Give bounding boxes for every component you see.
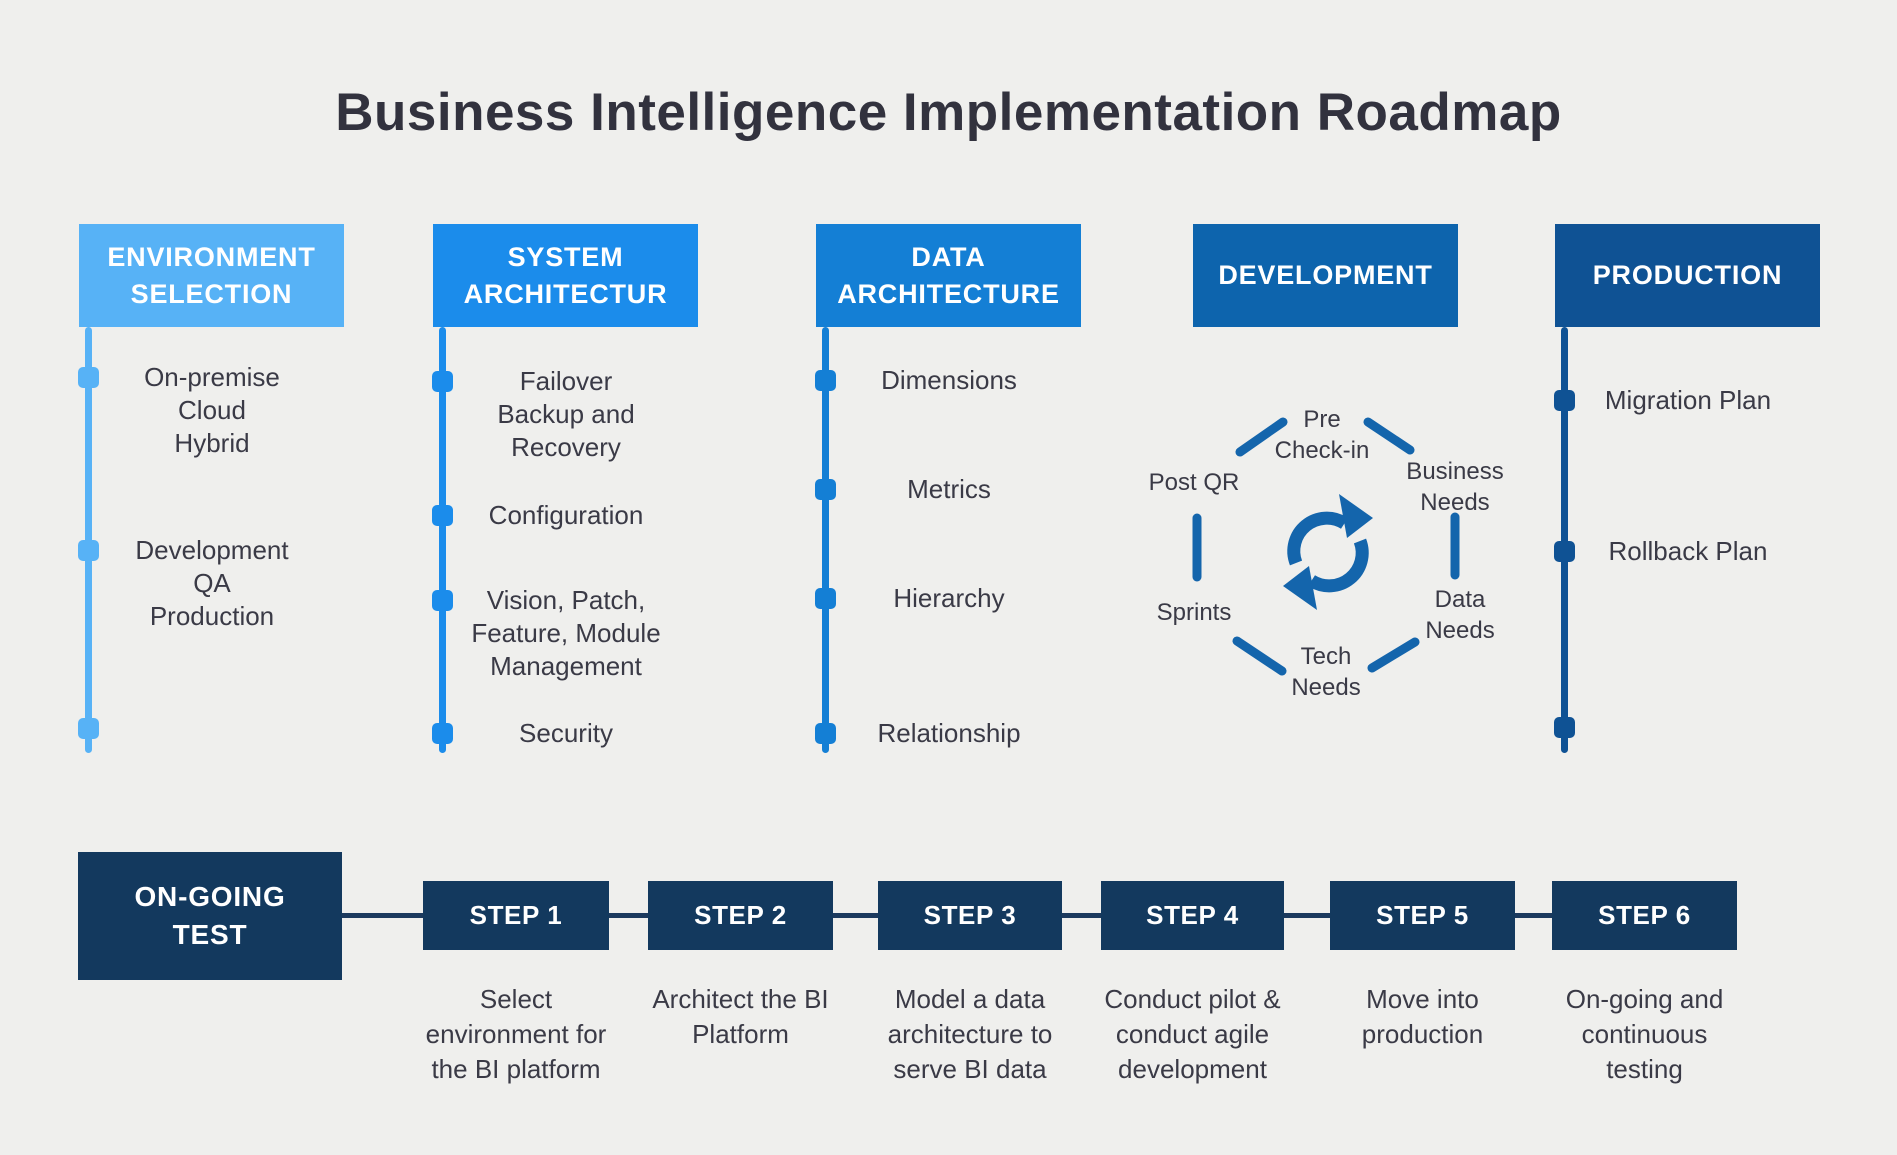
cycle-label-data-needs: Data Needs (1425, 586, 1495, 644)
timeline-marker-data-architecture-1 (815, 370, 836, 391)
timeline-marker-system-architecture-1 (432, 371, 453, 392)
timeline-item-data-architecture-3: Hierarchy (893, 583, 1005, 613)
timeline-marker-environment-selection-3 (78, 718, 99, 739)
timeline-item-data-architecture-4: Relationship (877, 718, 1021, 748)
page-title: Business Intelligence Implementation Roa… (335, 83, 1562, 142)
timeline-item-data-architecture-2: Metrics (907, 474, 991, 504)
cycle-refresh-icon (1283, 494, 1373, 610)
timeline-item-environment-selection-2: Development QA Production (135, 535, 289, 631)
timeline-item-system-architecture-1: Failover Backup and Recovery (497, 366, 635, 462)
phase-header-environment-selection: ENVIRONMENT SELECTION (79, 224, 344, 327)
step-box-4: STEP 4 (1101, 881, 1284, 950)
timeline-marker-production-2 (1554, 541, 1575, 562)
cycle-label-business-needs: Business Needs (1406, 458, 1504, 516)
cycle-label-sprints: Sprints (1156, 599, 1232, 626)
step-box-6: STEP 6 (1552, 881, 1737, 950)
phase-header-development: DEVELOPMENT (1193, 224, 1458, 327)
timeline-item-environment-selection-1: On-premise Cloud Hybrid (144, 362, 280, 458)
step-description-6: On-going and continuous testing (1565, 984, 1724, 1084)
timeline-system-architecture (439, 327, 446, 753)
timeline-marker-data-architecture-4 (815, 723, 836, 744)
timeline-marker-environment-selection-2 (78, 540, 99, 561)
timeline-marker-production-3 (1554, 717, 1575, 738)
phase-header-data-architecture: DATA ARCHITECTURE (816, 224, 1081, 327)
step-description-5: Move into production (1361, 984, 1484, 1049)
timeline-item-production-2: Rollback Plan (1608, 536, 1768, 566)
timeline-item-system-architecture-4: Security (519, 718, 613, 748)
timeline-marker-environment-selection-1 (78, 367, 99, 388)
step-description-3: Model a data architecture to serve BI da… (887, 984, 1053, 1084)
ongoing-test-box: ON-GOING TEST (78, 852, 342, 980)
cycle-hexagon-segments (1192, 417, 1460, 676)
timeline-marker-system-architecture-2 (432, 505, 453, 526)
timeline-data-architecture (822, 327, 829, 753)
timeline-item-system-architecture-3: Vision, Patch, Feature, Module Managemen… (471, 585, 661, 681)
cycle-label-pre-checkin: Pre Check-in (1274, 406, 1370, 464)
step-box-3: STEP 3 (878, 881, 1062, 950)
timeline-marker-production-1 (1554, 390, 1575, 411)
phase-header-system-architecture: SYSTEM ARCHITECTUR (433, 224, 698, 327)
step-description-4: Conduct pilot & conduct agile developmen… (1104, 984, 1281, 1084)
timeline-item-system-architecture-2: Configuration (488, 500, 644, 530)
phase-header-production: PRODUCTION (1555, 224, 1820, 327)
timeline-marker-data-architecture-2 (815, 479, 836, 500)
timeline-marker-system-architecture-3 (432, 590, 453, 611)
step-box-5: STEP 5 (1330, 881, 1515, 950)
cycle-label-post-qr: Post QR (1148, 469, 1240, 496)
step-description-1: Select environment for the BI platform (425, 984, 607, 1084)
timeline-marker-system-architecture-4 (432, 723, 453, 744)
timeline-production (1561, 327, 1568, 753)
timeline-item-production-1: Migration Plan (1604, 385, 1772, 415)
cycle-label-tech-needs: Tech Needs (1291, 643, 1361, 701)
step-box-1: STEP 1 (423, 881, 609, 950)
step-box-2: STEP 2 (648, 881, 833, 950)
timeline-marker-data-architecture-3 (815, 588, 836, 609)
step-description-2: Architect the BI Platform (652, 984, 829, 1049)
timeline-item-data-architecture-1: Dimensions (881, 365, 1017, 395)
